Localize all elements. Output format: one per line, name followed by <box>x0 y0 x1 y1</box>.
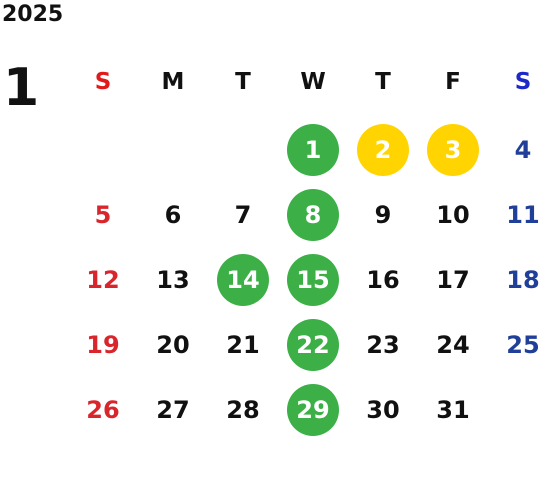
day-cell-marked-green: 29 <box>278 377 348 442</box>
day-number: 10 <box>436 200 470 229</box>
day-cell: 12 <box>68 247 138 312</box>
day-number: 28 <box>226 395 260 424</box>
day-cell: 31 <box>418 377 488 442</box>
year-label: 2025 <box>2 2 64 27</box>
day-cell-marked-green: 15 <box>278 247 348 312</box>
day-number: 8 <box>287 188 339 241</box>
day-cell: 11 <box>488 182 548 247</box>
day-cell-marked-yellow: 2 <box>348 117 418 182</box>
day-cell-marked-green: 14 <box>208 247 278 312</box>
day-cell: 10 <box>418 182 488 247</box>
day-number: 21 <box>226 330 260 359</box>
weekday-monday: M <box>161 69 185 95</box>
day-number: 20 <box>156 330 190 359</box>
day-cell: 25 <box>488 312 548 377</box>
day-number: 19 <box>86 330 120 359</box>
day-number: 15 <box>287 253 339 306</box>
day-number: 5 <box>94 200 112 229</box>
day-cell: 9 <box>348 182 418 247</box>
day-number: 7 <box>234 200 252 229</box>
day-cell: 30 <box>348 377 418 442</box>
day-cell: 13 <box>138 247 208 312</box>
weekday-tuesday: T <box>235 69 251 95</box>
day-number: 17 <box>436 265 470 294</box>
day-cell-marked-green: 22 <box>278 312 348 377</box>
weekday-saturday: S <box>514 69 532 95</box>
day-cell: 24 <box>418 312 488 377</box>
day-number: 27 <box>156 395 190 424</box>
day-number: 25 <box>506 330 540 359</box>
day-number: 3 <box>427 123 479 176</box>
day-cell <box>68 117 138 182</box>
day-cell: 7 <box>208 182 278 247</box>
month-number: 1 <box>3 58 40 118</box>
day-cell: 26 <box>68 377 138 442</box>
day-cell: 27 <box>138 377 208 442</box>
day-cell: 28 <box>208 377 278 442</box>
day-number: 9 <box>374 200 392 229</box>
day-number: 24 <box>436 330 470 359</box>
day-cell: 18 <box>488 247 548 312</box>
day-cell: 6 <box>138 182 208 247</box>
day-cell <box>208 117 278 182</box>
day-number: 4 <box>514 135 532 164</box>
day-number: 12 <box>86 265 120 294</box>
day-number: 29 <box>287 383 339 436</box>
day-cell <box>488 377 548 442</box>
day-cell: 19 <box>68 312 138 377</box>
day-number: 16 <box>366 265 400 294</box>
day-number: 23 <box>366 330 400 359</box>
day-number: 18 <box>506 265 540 294</box>
weekday-friday: F <box>445 69 461 95</box>
day-cell-marked-green: 8 <box>278 182 348 247</box>
day-number: 1 <box>287 123 339 176</box>
day-cell: 17 <box>418 247 488 312</box>
day-number: 2 <box>357 123 409 176</box>
day-cell: 5 <box>68 182 138 247</box>
day-number: 22 <box>287 318 339 371</box>
weekday-wednesday: W <box>300 69 326 95</box>
day-cell: 21 <box>208 312 278 377</box>
day-number: 13 <box>156 265 190 294</box>
weekday-sunday: S <box>94 69 112 95</box>
day-number: 31 <box>436 395 470 424</box>
day-number: 14 <box>217 253 269 306</box>
day-number: 26 <box>86 395 120 424</box>
weekday-thursday: T <box>375 69 391 95</box>
day-cell: 4 <box>488 117 548 182</box>
calendar-grid: S M T W T F S 1 2 3 4 5 6 7 8 9 10 11 12… <box>68 47 548 442</box>
day-cell-marked-green: 1 <box>278 117 348 182</box>
day-cell: 23 <box>348 312 418 377</box>
day-number: 30 <box>366 395 400 424</box>
day-cell <box>138 117 208 182</box>
day-cell: 20 <box>138 312 208 377</box>
day-cell: 16 <box>348 247 418 312</box>
day-number: 11 <box>506 200 540 229</box>
day-cell-marked-yellow: 3 <box>418 117 488 182</box>
day-number: 6 <box>164 200 182 229</box>
